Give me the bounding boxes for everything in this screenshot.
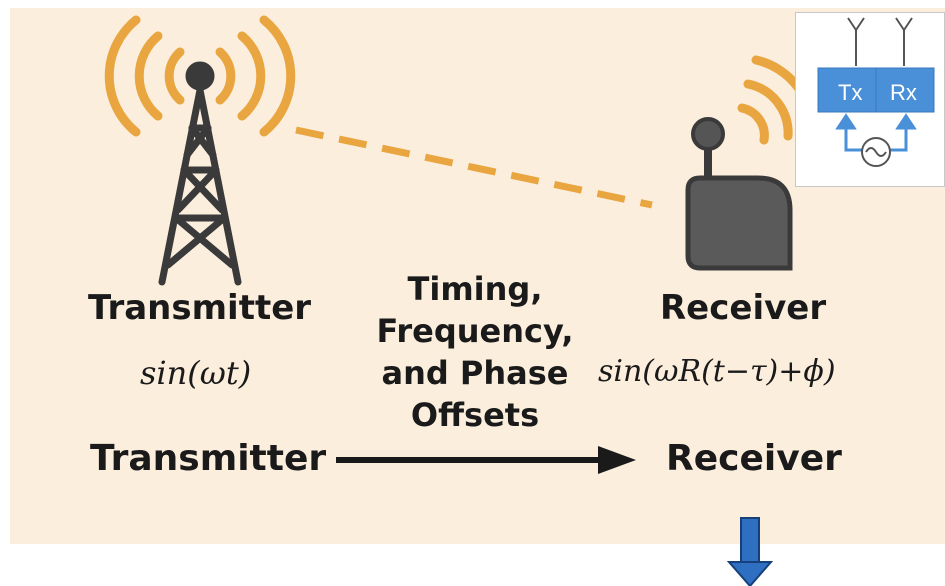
offsets-label-line: Timing, bbox=[407, 270, 543, 308]
flow-source-label: Transmitter bbox=[90, 438, 327, 479]
flow-target-label: Receiver bbox=[666, 438, 842, 479]
receiver-signal-formula: sin(ωR(t−τ)+ϕ) bbox=[598, 354, 836, 389]
oscillator-connections bbox=[835, 113, 917, 152]
flow-arrow bbox=[336, 446, 636, 474]
offsets-label-line: Frequency, bbox=[376, 312, 574, 350]
transmitter-signal-formula: sin(ωt) bbox=[140, 354, 252, 392]
rx-box bbox=[875, 67, 935, 113]
tx-box-label: Tx bbox=[838, 80, 863, 105]
receiver-label: Receiver bbox=[660, 288, 827, 328]
offsets-label-line: and Phase bbox=[381, 354, 569, 392]
oscillator-icon bbox=[861, 137, 891, 167]
offsets-label-line: Offsets bbox=[410, 396, 540, 434]
inset-antenna-icons bbox=[847, 17, 913, 66]
rx-box-label: Rx bbox=[890, 80, 917, 105]
transmitter-waves bbox=[104, 15, 296, 137]
receiver-device-icon bbox=[685, 117, 793, 271]
offsets-label: Timing, Frequency, and Phase Offsets bbox=[370, 268, 580, 436]
down-arrow-icon bbox=[726, 517, 774, 586]
transmitter-tower-icon bbox=[158, 61, 242, 286]
wireless-link-dashed-line bbox=[295, 126, 653, 209]
transmitter-label: Transmitter bbox=[88, 288, 312, 328]
